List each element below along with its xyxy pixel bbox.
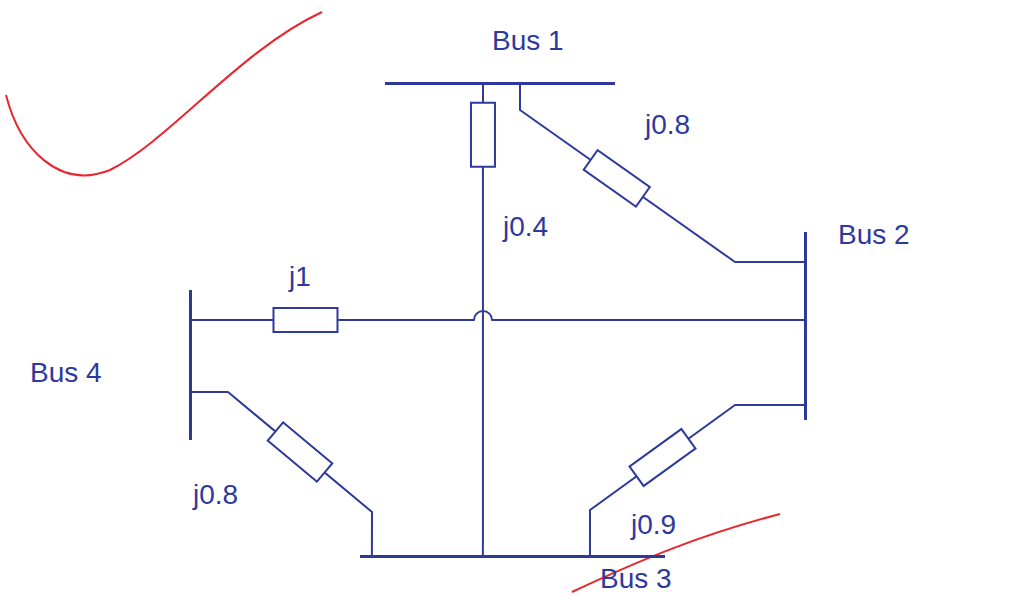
impedance-label: j0.9 [628,510,679,541]
bus-bar: Bus 1 [385,82,615,85]
impedance-symbol [584,150,650,207]
line-wire [520,85,804,262]
bus-label: Bus 2 [838,220,910,251]
impedance-symbol [273,308,337,332]
bus-label: Bus 4 [30,358,102,389]
line-wire [590,405,804,555]
impedance-label: j0.8 [642,110,693,141]
impedance-line [192,308,804,332]
bus-bar: Bus 4 [189,290,192,440]
bus-label: Bus 3 [600,564,672,595]
impedance-box [273,308,337,332]
impedance-box [471,103,495,167]
impedance-box [630,429,696,486]
bus-bar: Bus 2 [804,232,807,420]
impedance-symbol [630,429,696,486]
impedance-line [192,392,372,555]
impedance-symbol [471,103,495,167]
impedance-box [268,422,333,481]
line-wire [192,392,372,555]
impedance-label: j1 [286,262,314,293]
impedance-symbol [268,422,333,481]
impedance-line [590,405,804,555]
bus-bar: Bus 3 [360,555,665,558]
impedance-label: j0.8 [190,480,241,511]
impedance-label: j0.4 [500,212,551,243]
impedance-box [584,150,650,207]
bus-label: Bus 1 [492,26,564,57]
impedance-line [520,85,804,262]
red-check-mark [6,12,322,175]
